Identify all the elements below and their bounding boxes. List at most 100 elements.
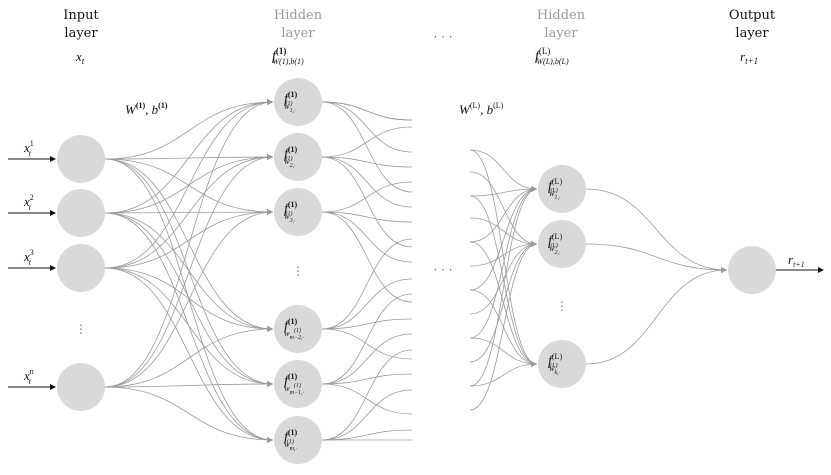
connection-edge: [104, 101, 274, 214]
connection-edge: [104, 101, 274, 269]
output-label: rt+1: [788, 252, 805, 269]
hidden1-neuron-label-4: f(1)wm−2,·(1): [284, 317, 304, 341]
input-title-line1: Input: [63, 8, 99, 23]
output-title-line1: Output: [729, 8, 776, 23]
connection-edge: [469, 243, 538, 315]
connection-edge: [469, 149, 538, 365]
hidden1-neuron-3: [274, 188, 322, 236]
hidden1-node-1: f(1)w1,·(1): [274, 78, 322, 126]
connection-edge: [321, 333, 413, 385]
edge-arrowhead: [267, 326, 273, 332]
header-output-layer: Output layer rt+1: [729, 8, 776, 66]
connection-edge: [104, 156, 274, 388]
hidden-layer-1-nodes: f(1)w1,·(1) f(1)w2,·(1) f(1)w3,·(1) f(1)wm−…: [274, 78, 322, 464]
hiddenL-func: f(L)W(L),b(L): [535, 46, 569, 66]
input-neuron-2: [57, 189, 105, 237]
connection-edge: [321, 373, 413, 385]
edge-arrowhead: [267, 437, 273, 443]
connection-edge: [321, 383, 413, 415]
hidden1-neuron-label-1: f(1)w1,·(1): [284, 90, 298, 114]
edge-arrowhead: [531, 186, 537, 192]
connection-edge: [321, 328, 413, 360]
connection-edge: [321, 126, 413, 158]
hiddenL-neuron-label-2: f(L)w2,·(L): [548, 232, 562, 256]
connection-edge: [104, 101, 274, 160]
hiddenL-neuron-label-1: f(L)w1,·(L): [548, 177, 562, 201]
hiddenL-node-2: f(L)w2,·(L): [538, 220, 586, 268]
connection-edge: [104, 156, 274, 269]
connection-edge: [585, 269, 728, 365]
hidden1-neuron-2: [274, 133, 322, 181]
arrowhead: [50, 210, 56, 216]
hidden1-neuron-label-3: f(1)w3,·(1): [284, 200, 298, 224]
connection-edge: [321, 156, 413, 208]
hidden1-vdots: ⋮: [292, 264, 304, 278]
connection-edge: [321, 101, 413, 153]
weight-label-first: W(1), b(1): [125, 101, 168, 117]
connection-edge: [321, 156, 413, 248]
hiddenL-neuron-2: [538, 220, 586, 268]
hiddenL-title-line1: Hidden: [537, 8, 586, 23]
hiddenL-neuron-1: [538, 165, 586, 213]
hidden1-title-line1: Hidden: [274, 8, 323, 23]
edge-arrowhead: [267, 381, 273, 387]
hidden1-neuron-6: [274, 416, 322, 464]
connection-edge: [321, 211, 413, 303]
connection-edge: [104, 267, 274, 441]
hidden1-neuron-label-6: f(1)wm,·(1): [284, 428, 298, 452]
input-neuron-1: [57, 135, 105, 183]
hidden1-neuron-1: [274, 78, 322, 126]
hidden1-title-line2: layer: [281, 26, 315, 41]
connection-edge: [469, 188, 538, 243]
hiddenL-neuron-3: [538, 340, 586, 388]
connection-edge: [321, 318, 413, 330]
output-neuron: [728, 246, 776, 294]
connection-edge: [469, 195, 538, 365]
connection-edge: [104, 101, 274, 388]
arrowhead: [50, 265, 56, 271]
input-neuron-n: [57, 363, 105, 411]
connection-edge: [585, 188, 728, 271]
edge-arrowhead: [721, 267, 727, 273]
hidden1-func: f(1)W(1),b(1): [272, 46, 304, 66]
connection-edge: [469, 149, 538, 190]
edge-arrowhead: [267, 99, 273, 105]
edge-arrowhead: [531, 361, 537, 367]
hiddenL-title-line2: layer: [544, 26, 578, 41]
connection-edge: [104, 386, 274, 441]
output-node: rt+1: [728, 246, 824, 294]
connection-edge: [321, 293, 413, 385]
connection-edge: [469, 188, 538, 197]
connection-edge: [469, 363, 538, 387]
connection-edge: [469, 217, 538, 245]
edge-arrowhead: [267, 154, 273, 160]
input-var: xt: [75, 49, 85, 66]
hidden1-node-5: f(1)wm−1,·(1): [274, 360, 322, 408]
hidden1-neuron-label-2: f(1)w2,·(1): [284, 145, 298, 169]
hiddenL-node-1: f(L)w1,·(L): [538, 165, 586, 213]
arrowhead: [818, 267, 824, 273]
header-hidden-layer-1: Hidden layer f(1)W(1),b(1): [272, 8, 323, 66]
hidden1-node-3: f(1)w3,·(1): [274, 188, 322, 236]
connection-edge: [104, 267, 274, 330]
connection-edge: [321, 101, 413, 193]
hidden1-neuron-5: [274, 360, 322, 408]
hidden-layer-L-nodes: f(L)w1,·(L)f(L)w2,·(L)f(L)wk,·(L): [538, 165, 586, 388]
hiddenL-vdots: ⋮: [556, 299, 568, 313]
input-title-line2: layer: [64, 26, 98, 41]
hidden1-neuron-label-5: f(1)wm−1,·(1): [284, 372, 304, 396]
connection-edge: [321, 389, 413, 441]
connection-edge: [104, 383, 274, 388]
connection-edge: [469, 243, 538, 411]
header-input-layer: Input layer xt: [63, 8, 99, 66]
connection-edge: [321, 238, 413, 330]
connection-edge: [321, 278, 413, 330]
